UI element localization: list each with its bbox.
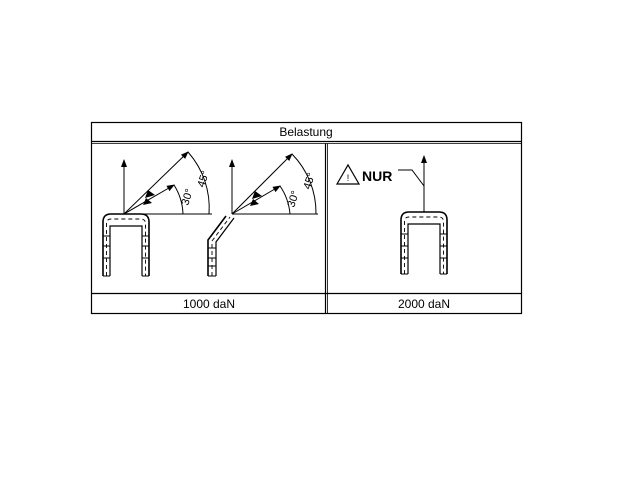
load-arrow-30-2	[231, 185, 281, 215]
load-arrow-45	[123, 151, 189, 215]
angle-label-45-right: 45°	[301, 171, 318, 191]
warning-symbol: !	[347, 173, 350, 183]
u-bolt-vertical-figure	[398, 155, 448, 275]
table-frame	[90, 121, 523, 315]
u-bolt-straight-figure	[102, 151, 212, 277]
load-arrow-45-2	[231, 153, 293, 215]
left-load-label: 1000 daN	[183, 297, 235, 311]
table-header: Belastung	[279, 125, 332, 139]
angle-label-45-left: 45°	[195, 169, 212, 189]
only-label: NUR	[362, 168, 392, 184]
right-load-label: 2000 daN	[398, 297, 450, 311]
angle-label-30-right: 30°	[285, 189, 302, 209]
angle-label-30-left: 30°	[179, 187, 196, 207]
bent-leg-figure	[207, 153, 318, 277]
warning-icon: !	[335, 163, 361, 185]
load-arrow-30	[123, 184, 175, 215]
